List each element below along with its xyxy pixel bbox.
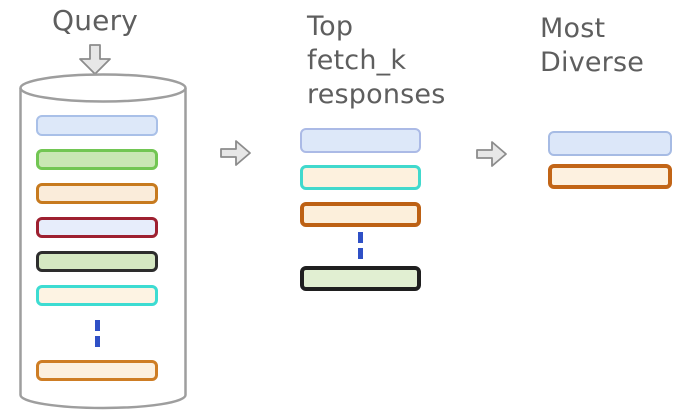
most-diverse-documents — [548, 131, 672, 197]
arrow-to-fetch-icon — [220, 140, 251, 166]
fetch-k-documents — [300, 128, 421, 303]
most-diverse-title: Most Diverse — [540, 13, 645, 78]
document-bar-red-outline — [36, 217, 158, 238]
document-bar-orange — [548, 164, 672, 189]
cylinder-documents — [36, 115, 158, 394]
cylinder-top-ellipse — [19, 73, 187, 103]
document-bar-orange — [300, 202, 421, 227]
document-bar-cyan-outline — [300, 165, 421, 190]
document-bar-orange-bottom — [36, 360, 158, 381]
document-bar-blue — [548, 131, 672, 156]
document-bar-black-green — [36, 251, 158, 272]
right-arrow-shape — [220, 140, 251, 166]
document-bar-cyan-outline — [36, 285, 158, 306]
document-bar-green — [36, 149, 158, 170]
query-down-arrow-icon — [79, 44, 111, 75]
down-arrow-shape — [79, 44, 111, 75]
ellipsis-dashes — [94, 320, 100, 347]
arrow-to-diverse-icon — [476, 141, 507, 167]
ellipsis-dashes — [358, 232, 363, 259]
document-bar-orange — [36, 183, 158, 204]
document-bar-black-green — [300, 266, 421, 291]
query-title: Query — [51, 4, 139, 37]
document-bar-blue — [300, 128, 421, 153]
right-arrow-shape — [476, 141, 507, 167]
document-bar-blue — [36, 115, 158, 136]
fetch-k-title: Top fetch_k responses — [307, 11, 446, 110]
